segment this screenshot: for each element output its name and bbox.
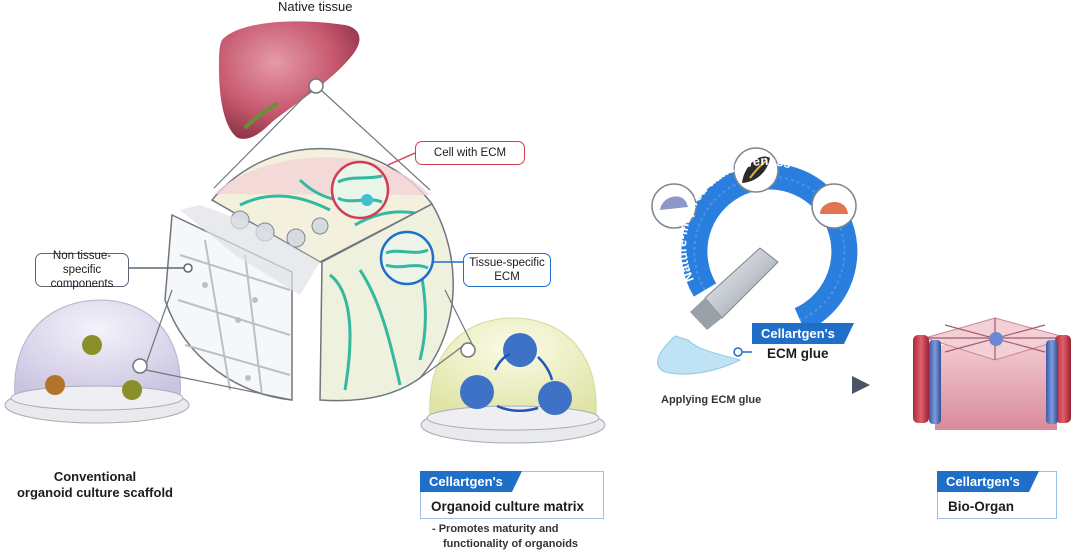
organoid-matrix-note: - Promotes maturity and functionality of… (432, 522, 578, 552)
arc-text: Nature-inspired adhesiveness (674, 153, 793, 284)
adhesiveness-arc (681, 163, 858, 332)
conventional-line-1: Conventional (53, 469, 137, 484)
brand-tag: Cellartgen's (752, 323, 854, 344)
brand-product-name: ECM glue (767, 346, 829, 361)
svg-text:Nature-inspired adhesiveness: Nature-inspired adhesiveness (674, 153, 793, 284)
brand-tag: Cellartgen's (937, 471, 1039, 492)
ecm-magnifier-blue (379, 230, 435, 286)
note-line-1: - Promotes maturity and (432, 523, 559, 535)
organoid-matrix-brand-box: Cellartgen's Organoid culture matrix (420, 471, 604, 519)
callout-text: Cell with ECM (433, 147, 507, 159)
liver-illustration (219, 21, 360, 139)
note-line-2: functionality of organoids (443, 538, 579, 550)
brand-tag: Cellartgen's (420, 471, 522, 492)
organoid-matrix-dome (419, 289, 606, 444)
conventional-scaffold-dome (4, 289, 293, 424)
tissue-specific-callout: Tissue-specific ECM (463, 253, 551, 287)
conventional-line-2: organoid culture scaffold (16, 485, 173, 500)
bio-organ-illustration (913, 317, 1071, 430)
callout-line-2: ECM (494, 271, 520, 283)
applying-label: Applying ECM glue (661, 394, 762, 406)
non-tissue-specific-callout: Non tissue-specific components (35, 250, 129, 290)
callout-line-1: Tissue-specific (469, 257, 545, 269)
cell-with-ecm-callout: Cell with ECM (415, 141, 525, 165)
callout-line-1: Non tissue-specific (52, 250, 112, 276)
conventional-label: Conventional organoid culture scaffold (5, 469, 185, 501)
brand-product-name: Organoid culture matrix (431, 499, 585, 514)
ecm-glue-brand-box: Cellartgen's ECM glue (752, 323, 856, 366)
glue-tube (657, 247, 779, 375)
bio-organ-brand-box: Cellartgen's Bio-Organ (937, 471, 1057, 519)
brand-product-name: Bio-Organ (948, 499, 1014, 514)
native-tissue-label: Native tissue (278, 0, 353, 14)
callout-line-2: components (50, 278, 114, 290)
